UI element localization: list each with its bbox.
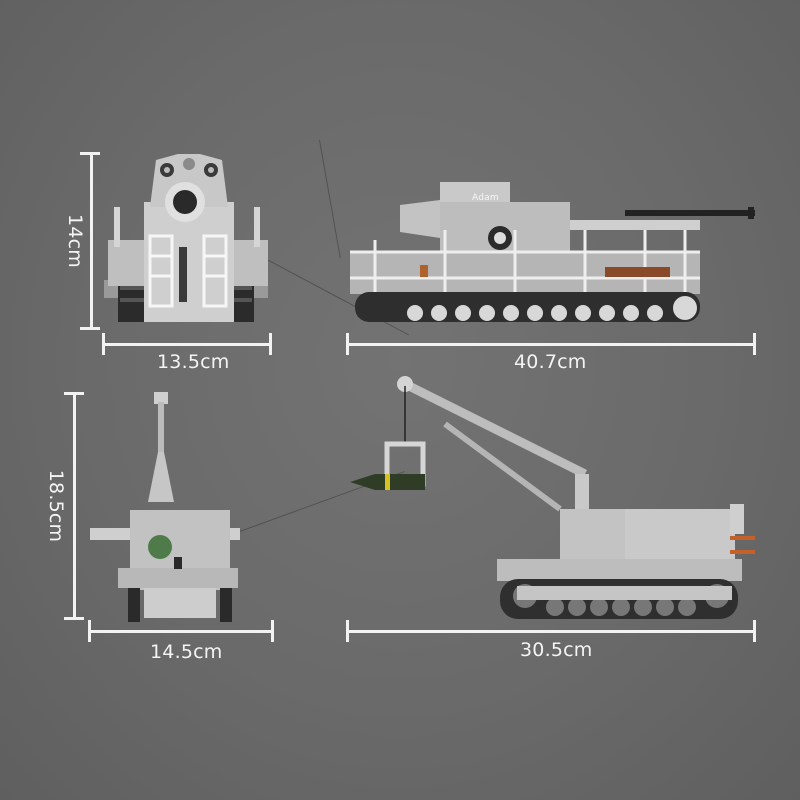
height-label: 18.5cm xyxy=(45,469,68,543)
width-label: 14.5cm xyxy=(150,641,223,663)
crane-side-model xyxy=(345,374,760,624)
mortar-front-model xyxy=(104,152,274,327)
dimension-tick xyxy=(102,333,105,355)
height-dimension-line xyxy=(73,392,76,620)
width-label: 30.5cm xyxy=(520,639,593,661)
width-dimension-line xyxy=(346,343,756,346)
dimension-tick xyxy=(64,617,84,620)
dimension-tick xyxy=(88,620,91,642)
crane-front-model xyxy=(88,392,243,624)
mortar-side-model xyxy=(345,180,760,325)
background-crack xyxy=(319,140,341,259)
height-dimension-line xyxy=(90,152,93,330)
dimension-tick xyxy=(64,392,84,395)
dimension-tick xyxy=(346,333,349,355)
dimension-tick xyxy=(753,333,756,355)
dimension-tick xyxy=(346,620,349,642)
decal-text: Adam xyxy=(472,193,499,203)
width-label: 13.5cm xyxy=(157,351,230,373)
width-dimension-line xyxy=(346,630,756,633)
dimension-tick xyxy=(80,327,100,330)
width-label: 40.7cm xyxy=(514,351,587,373)
dimension-tick xyxy=(271,620,274,642)
dimension-tick xyxy=(80,152,100,155)
height-label: 14cm xyxy=(63,214,86,268)
dimension-tick xyxy=(269,333,272,355)
dimension-tick xyxy=(753,620,756,642)
width-dimension-line xyxy=(88,630,274,633)
width-dimension-line xyxy=(102,343,272,346)
